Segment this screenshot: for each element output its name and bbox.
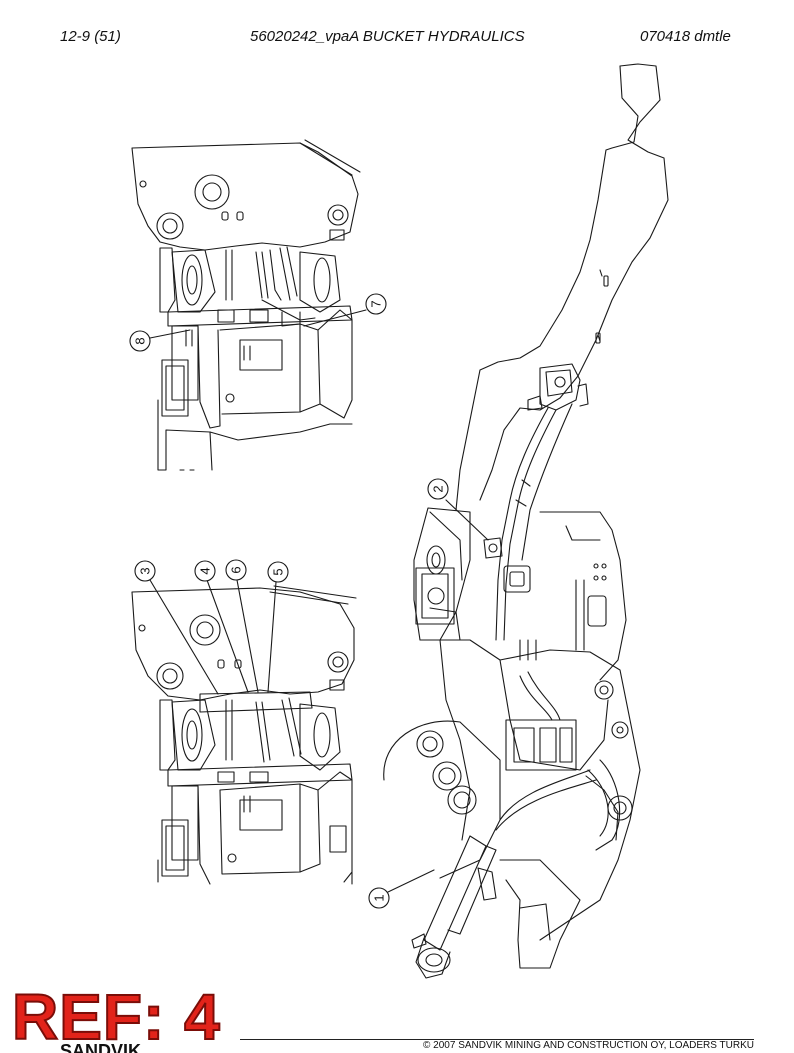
ref-stamp: REF: 4 [11, 981, 221, 1053]
callout-5: 5 [267, 561, 289, 693]
copyright-notice: © 2007 SANDVIK MINING AND CONSTRUCTION O… [423, 1040, 754, 1051]
main-assembly-view [383, 63, 669, 979]
callout-label-4: 4 [198, 567, 213, 574]
footer-rule [240, 1039, 754, 1040]
callout-4: 4 [194, 560, 249, 693]
upper-detail-view [131, 139, 361, 471]
callout-1: 1 [368, 869, 435, 909]
callout-7: 7 [303, 293, 387, 327]
callout-label-6: 6 [229, 566, 244, 573]
callout-label-7: 7 [369, 300, 384, 307]
callout-2: 2 [427, 478, 489, 541]
callout-label-3: 3 [138, 567, 153, 574]
page-reference: 12-9 (51) [60, 28, 121, 45]
sandvik-logo: SANDVIK [60, 1041, 142, 1053]
callout-label-8: 8 [133, 337, 148, 344]
callout-label-5: 5 [271, 568, 286, 575]
callout-8: 8 [129, 329, 191, 352]
document-title: 56020242_vpaA BUCKET HYDRAULICS [250, 28, 525, 45]
document-code: 070418 dmtle [640, 28, 731, 45]
callout-6: 6 [225, 559, 259, 693]
callout-label-2: 2 [431, 485, 446, 492]
callout-3: 3 [134, 560, 219, 695]
callout-label-1: 1 [372, 894, 387, 901]
lower-detail-view [131, 585, 357, 885]
